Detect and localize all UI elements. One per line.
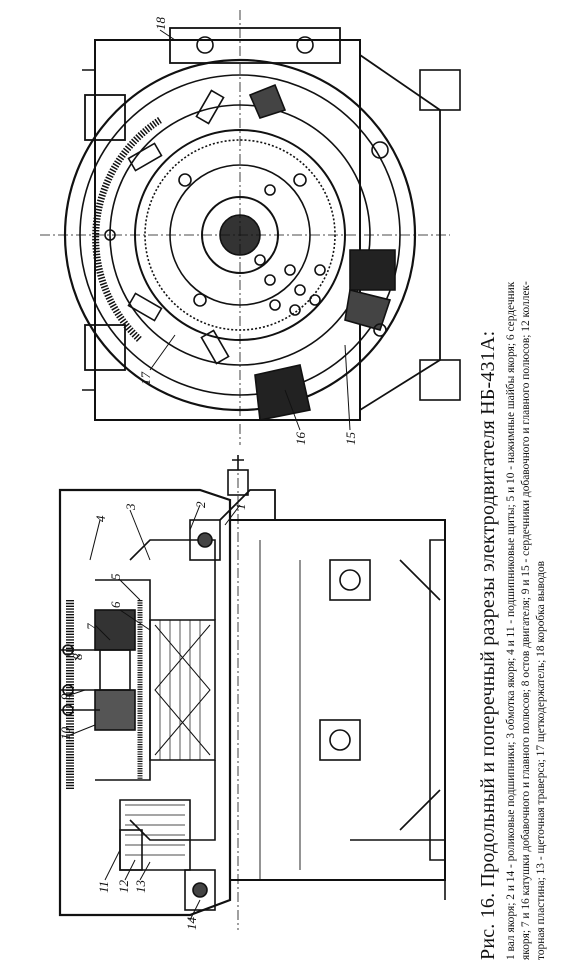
figure-title: Рис. 16. Продольный и поперечный разрезы…	[477, 330, 499, 960]
legend-line-3: торная пластина; 13 - щеточная траверса;…	[535, 560, 547, 960]
callout-7: 7	[84, 623, 99, 630]
figure-legend: 1 вал якоря; 2 и 14 - роликовые подшипни…	[504, 25, 549, 960]
longitudinal-section-view	[58, 455, 446, 930]
callout-8: 8	[70, 653, 85, 660]
callout-12: 12	[116, 880, 131, 894]
figure-caption: Рис. 16. Продольный и поперечный разрезы…	[476, 30, 549, 960]
callout-labels-longitudinal: 1 2 3 4 5 6 7 8 9 10 11 12 13 14	[58, 501, 248, 930]
callout-2: 2	[193, 501, 208, 508]
callout-15: 15	[343, 432, 358, 446]
callout-labels-cross: 15 16 17 18	[138, 17, 358, 446]
callout-5: 5	[108, 573, 123, 580]
legend-line-1: 1 вал якоря; 2 и 14 - роликовые подшипни…	[505, 281, 517, 960]
callout-9: 9	[58, 693, 73, 700]
callout-1: 1	[233, 504, 248, 511]
callout-17: 17	[138, 372, 153, 386]
callout-6: 6	[108, 601, 123, 608]
callout-4: 4	[93, 515, 108, 522]
callout-14: 14	[184, 917, 199, 931]
callout-18: 18	[153, 17, 168, 31]
callout-3: 3	[123, 503, 138, 511]
legend-line-2: якоря; 7 и 16 катушки добавочного и глав…	[520, 281, 532, 960]
callout-16: 16	[293, 432, 308, 446]
cross-section-view	[40, 10, 461, 445]
callout-13: 13	[133, 880, 148, 894]
callout-11: 11	[96, 881, 111, 893]
callout-10: 10	[58, 727, 73, 741]
